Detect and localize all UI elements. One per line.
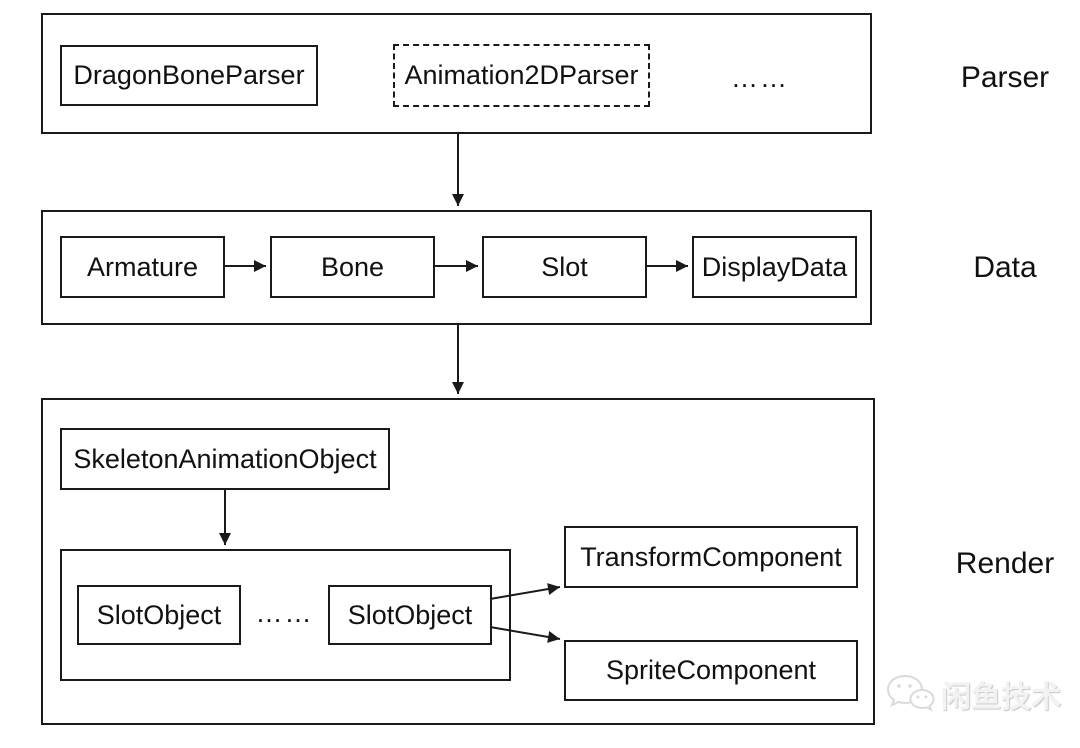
bone-label: Bone <box>320 251 385 282</box>
sprite-component-label: SpriteComponent <box>605 655 817 685</box>
dragon-bone-parser-box: DragonBoneParser <box>60 45 318 106</box>
wechat-bubbles-icon <box>886 674 935 712</box>
skeleton-animation-object-box: SkeletonAnimationObject <box>60 428 390 490</box>
data-layer-label: Data <box>973 251 1037 284</box>
parser-ellipsis: …… <box>731 62 789 93</box>
slot-object-1-box: SlotObject <box>77 585 241 645</box>
transform-component-label: TransformComponent <box>580 541 842 572</box>
dragon-bone-parser-label: DragonBoneParser <box>73 60 305 90</box>
bone-box: Bone <box>270 236 435 298</box>
slot-box: Slot <box>482 236 647 298</box>
sprite-component-box: SpriteComponent <box>564 640 858 701</box>
armature-label: Armature <box>86 251 199 282</box>
display-data-label: DisplayData <box>701 251 848 282</box>
slot-label: Slot <box>541 251 588 282</box>
armature-box: Armature <box>60 236 225 298</box>
animation-2d-parser-box: Animation2DParser <box>393 44 650 107</box>
skeleton-animation-object-label: SkeletonAnimationObject <box>73 443 377 474</box>
render-layer-label: Render <box>955 547 1055 580</box>
slot-object-2-label: SlotObject <box>347 599 473 630</box>
animation-2d-parser-label: Animation2DParser <box>404 60 639 90</box>
slot-object-2-box: SlotObject <box>328 585 492 645</box>
slot-object-1-label: SlotObject <box>96 599 222 630</box>
slot-objects-ellipsis: …… <box>255 597 314 628</box>
display-data-box: DisplayData <box>692 236 857 298</box>
parser-layer-label: Parser <box>960 61 1050 94</box>
watermark-text: 闲鱼技术 <box>941 681 1061 714</box>
transform-component-box: TransformComponent <box>564 526 858 588</box>
watermark: 闲鱼技术 <box>884 672 1061 716</box>
